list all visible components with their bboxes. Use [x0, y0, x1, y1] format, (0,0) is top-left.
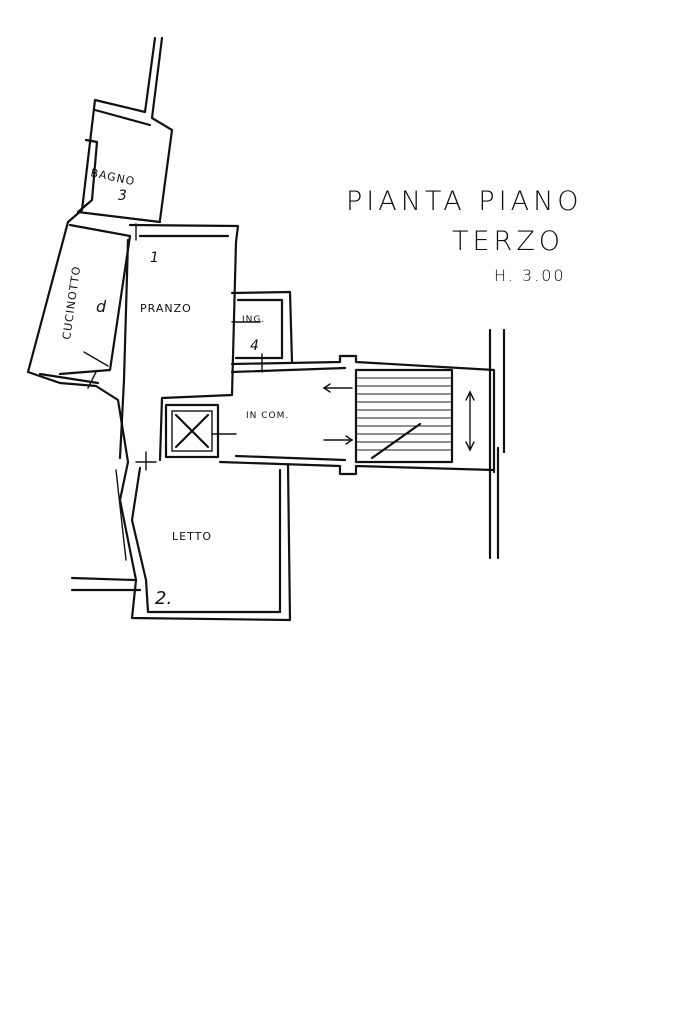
walls-pranzo: [118, 223, 240, 462]
walls-left-wing: [26, 36, 174, 464]
room-label-ingresso: ING.: [242, 315, 265, 325]
annotation-mark-3: 3: [118, 188, 127, 204]
room-label-cucinotto: CUCINOTTO: [60, 265, 83, 341]
room-label-pranzo: PRANZO: [140, 302, 192, 315]
room-label-bagno: BAGNO: [89, 166, 136, 188]
staircase: [322, 368, 475, 464]
room-label-common: IN COM.: [246, 411, 289, 421]
room-label-letto: LETTO: [172, 530, 212, 543]
annotation-mark-2: 2.: [155, 588, 172, 609]
annotation-mark-1: 1: [150, 250, 159, 266]
ceiling-height: H. 3.00: [494, 266, 566, 285]
walls-letto: [70, 460, 292, 622]
plan-title-line2: TERZO: [452, 226, 565, 257]
elevator-shaft: [164, 403, 220, 459]
annotation-mark-d: d: [96, 297, 107, 316]
walls-common-corridor: [218, 354, 496, 476]
walls-right: [488, 328, 506, 560]
walls-ingresso: [230, 290, 294, 364]
door-markers: [83, 223, 263, 471]
plan-title-line1: PIANTA PIANO: [346, 186, 583, 217]
annotation-mark-4: 4: [250, 338, 259, 354]
